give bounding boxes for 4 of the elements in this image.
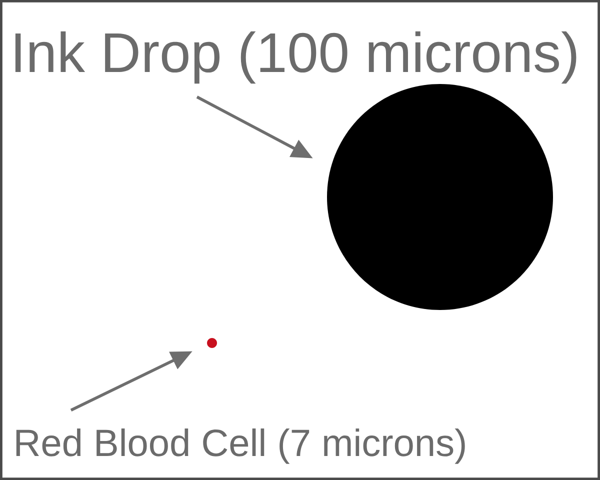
label-text: Red Blood Cell (7 microns): [16, 428, 465, 464]
blood-cell-dot: [207, 338, 217, 348]
label-text: Ink Drop (100 microns): [15, 31, 576, 84]
ink-drop: [327, 84, 553, 310]
